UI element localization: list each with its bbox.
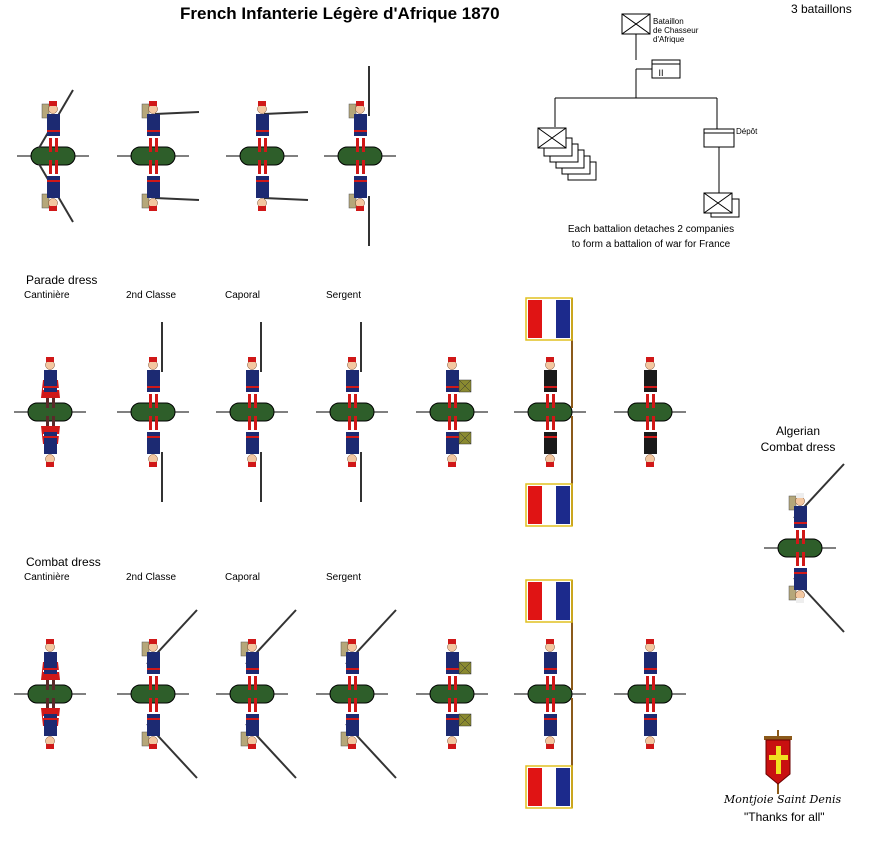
parade-figure-6-mirror xyxy=(525,416,573,527)
parade-figure-4-base xyxy=(316,402,388,422)
parade-figure-3 xyxy=(246,322,262,408)
algerian-figure xyxy=(788,463,845,544)
depot-label: Dépôt xyxy=(736,127,758,136)
combat-heading: Combat dress xyxy=(26,555,101,569)
org-note-line-1: Each battalion detaches 2 companies xyxy=(567,224,735,235)
drill-figure-1-base xyxy=(17,146,89,166)
parade-figure-5-mirror xyxy=(446,416,472,467)
parade-figure-7-mirror xyxy=(644,416,657,467)
drill-figure-1-mirror xyxy=(38,160,74,223)
parade-label-2nd-classe: 2nd Classe xyxy=(126,290,177,301)
thanks-text: "Thanks for all" xyxy=(744,810,825,824)
parade-figure-1-mirror xyxy=(41,416,60,467)
hq-size-symbol: II xyxy=(658,68,663,78)
org-note: Each battalion detaches 2 companies to f… xyxy=(560,222,742,252)
drill-figure-3-base xyxy=(226,146,298,166)
combat-figure-5-base xyxy=(416,684,488,704)
combat-figure-7 xyxy=(644,639,657,690)
parade-figure-2-mirror xyxy=(147,416,163,502)
combat-figure-7-base xyxy=(614,684,686,704)
parade-figure-3-base xyxy=(216,402,288,422)
combat-figure-4-mirror xyxy=(340,698,397,779)
parade-figure-4 xyxy=(346,322,362,408)
drill-figure-4-mirror xyxy=(348,160,370,246)
combat-figure-2 xyxy=(141,609,198,690)
combat-figure-3-base xyxy=(216,684,288,704)
parade-figure-6-base xyxy=(514,402,586,422)
combat-figure-6 xyxy=(525,579,573,690)
parade-figure-7-base xyxy=(614,402,686,422)
drill-figure-2-base xyxy=(117,146,189,166)
parade-figure-2 xyxy=(147,322,163,408)
parade-label-caporal: Caporal xyxy=(225,290,261,301)
algerian-label-line-1: Algerian xyxy=(775,424,821,438)
parade-figure-7 xyxy=(644,357,657,408)
combat-figure-1-base xyxy=(14,684,86,704)
algerian-figure-base xyxy=(764,538,836,558)
parade-label-cantiniere: Cantinière xyxy=(24,290,70,301)
parade-figure-4-mirror xyxy=(346,416,362,502)
combat-figure-5-mirror xyxy=(446,698,472,749)
combat-figure-4 xyxy=(340,609,397,690)
parade-figure-5 xyxy=(446,357,472,408)
combat-label-sergent: Sergent xyxy=(326,572,362,583)
parade-label-sergent: Sergent xyxy=(326,290,362,301)
montjoie-banner xyxy=(764,730,792,794)
drill-figure-3 xyxy=(256,101,309,152)
parade-figure-1-base xyxy=(14,402,86,422)
combat-figure-1-mirror xyxy=(41,698,60,749)
combat-figure-7-mirror xyxy=(644,698,657,749)
algerian-label: Algerian Combat dress xyxy=(752,423,844,455)
combat-figure-6-base xyxy=(514,684,586,704)
drill-figure-3-mirror xyxy=(256,160,309,211)
parade-figure-3-mirror xyxy=(246,416,262,502)
combat-figure-2-base xyxy=(117,684,189,704)
drill-figure-1 xyxy=(38,89,74,152)
combat-figure-4-base xyxy=(316,684,388,704)
combat-figure-3 xyxy=(240,609,297,690)
parade-figure-1 xyxy=(41,357,60,408)
hq-label-2: de Chasseur xyxy=(653,26,699,35)
org-note-line-2: to form a battalion of war for France xyxy=(571,239,731,250)
combat-figure-6-mirror xyxy=(525,698,573,809)
drill-figure-4-base xyxy=(324,146,396,166)
parade-figure-2-base xyxy=(117,402,189,422)
parade-figure-5-base xyxy=(416,402,488,422)
signature: Montjoie Saint Denis xyxy=(724,793,842,806)
combat-figure-3-mirror xyxy=(240,698,297,779)
combat-figure-2-mirror xyxy=(141,698,198,779)
combat-label-cantiniere: Cantinière xyxy=(24,572,70,583)
algerian-figure-mirror xyxy=(788,552,845,633)
hq-label-1: Bataillon xyxy=(653,17,684,26)
battalion-count: 3 bataillons xyxy=(791,2,852,16)
parade-heading: Parade dress xyxy=(26,273,98,287)
combat-label-caporal: Caporal xyxy=(225,572,261,583)
algerian-label-line-2: Combat dress xyxy=(760,440,836,454)
parade-figure-6 xyxy=(525,297,573,408)
drill-figure-2 xyxy=(141,101,200,152)
combat-figure-5 xyxy=(446,639,472,690)
drill-figure-4 xyxy=(348,66,370,152)
drill-figure-2-mirror xyxy=(141,160,200,211)
page-title: French Infanterie Légère d'Afrique 1870 xyxy=(180,4,500,23)
org-chart: II xyxy=(537,13,740,218)
combat-label-2nd-classe: 2nd Classe xyxy=(126,572,177,583)
combat-figure-1 xyxy=(41,639,60,690)
hq-label-3: d'Afrique xyxy=(653,35,685,44)
